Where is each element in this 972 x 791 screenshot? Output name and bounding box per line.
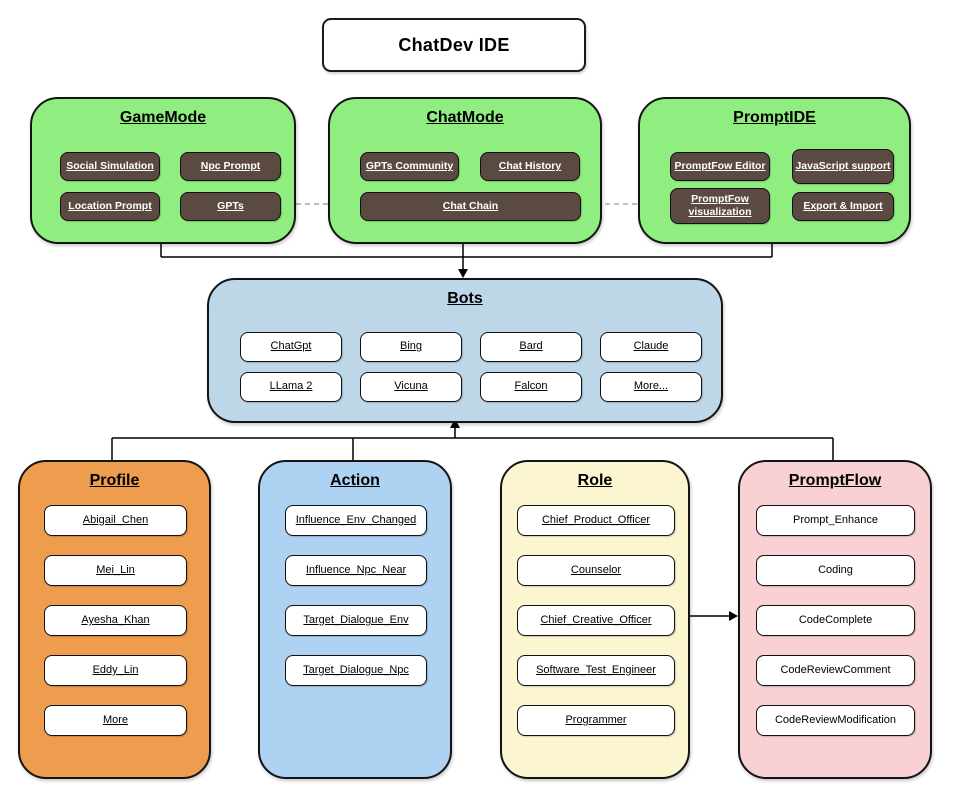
button-chatgpt[interactable]: ChatGpt (240, 332, 342, 362)
connector-bottommodules-to-bots (111, 428, 834, 460)
button-more-profile[interactable]: More (44, 705, 187, 736)
button-coding[interactable]: Coding (756, 555, 915, 586)
button-ayesha-khan[interactable]: Ayesha_Khan (44, 605, 187, 636)
module-bots-title: Bots (447, 290, 483, 307)
button-chief-product-officer[interactable]: Chief_Product_Officer (517, 505, 675, 536)
button-bing[interactable]: Bing (360, 332, 462, 362)
button-llama-2[interactable]: LLama 2 (240, 372, 342, 402)
module-bots: Bots ChatGpt Bing Bard Claude LLama 2 Vi… (207, 278, 723, 423)
button-gpts-community[interactable]: GPTs Community (360, 152, 459, 181)
button-chat-chain[interactable]: Chat Chain (360, 192, 581, 221)
module-action-title: Action (330, 472, 380, 489)
button-claude[interactable]: Claude (600, 332, 702, 362)
module-promptide: PromptIDE PromptFow Editor JavaScript su… (638, 97, 911, 244)
module-gamemode-title: GameMode (119, 109, 207, 126)
button-software-test-engineer[interactable]: Software_Test_Engineer (517, 655, 675, 686)
button-more-bots[interactable]: More... (600, 372, 702, 402)
button-chief-creative-officer[interactable]: Chief_Creative_Officer (517, 605, 675, 636)
button-codereviewmodification[interactable]: CodeReviewModification (756, 705, 915, 736)
page-title: ChatDev IDE (322, 18, 586, 72)
button-abigail-chen[interactable]: Abigail_Chen (44, 505, 187, 536)
module-action: Action Influence_Env_Changed Influence_N… (258, 460, 452, 779)
button-bard[interactable]: Bard (480, 332, 582, 362)
module-role-title: Role (577, 472, 613, 489)
button-promptfow-editor[interactable]: PromptFow Editor (670, 152, 770, 181)
button-promptfow-visualization[interactable]: PromptFow visualization (670, 188, 770, 224)
module-chatmode-title: ChatMode (426, 109, 504, 126)
button-location-prompt[interactable]: Location Prompt (60, 192, 160, 221)
module-role: Role Chief_Product_Officer Counselor Chi… (500, 460, 690, 779)
button-javascript-support[interactable]: JavaScript support (792, 149, 894, 184)
button-programmer[interactable]: Programmer (517, 705, 675, 736)
module-promptide-title: PromptIDE (733, 109, 816, 126)
button-influence-env-changed[interactable]: Influence_Env_Changed (285, 505, 427, 536)
button-codecomplete[interactable]: CodeComplete (756, 605, 915, 636)
button-eddy-lin[interactable]: Eddy_Lin (44, 655, 187, 686)
button-falcon[interactable]: Falcon (480, 372, 582, 402)
connector-topmodules-to-bots (160, 240, 773, 269)
button-prompt-enhance[interactable]: Prompt_Enhance (756, 505, 915, 536)
arrowhead-role-to-promptflow-icon (729, 611, 738, 621)
button-codereviewcomment[interactable]: CodeReviewComment (756, 655, 915, 686)
button-influence-npc-near[interactable]: Influence_Npc_Near (285, 555, 427, 586)
button-npc-prompt[interactable]: Npc Prompt (180, 152, 281, 181)
module-promptflow: PromptFlow Prompt_Enhance Coding CodeCom… (738, 460, 932, 779)
button-gpts[interactable]: GPTs (180, 192, 281, 221)
button-counselor[interactable]: Counselor (517, 555, 675, 586)
button-mei-lin[interactable]: Mei_Lin (44, 555, 187, 586)
arrowhead-down-to-bots-icon (458, 269, 468, 278)
button-vicuna[interactable]: Vicuna (360, 372, 462, 402)
module-chatmode: ChatMode GPTs Community Chat History Cha… (328, 97, 602, 244)
button-export-import[interactable]: Export & Import (792, 192, 894, 221)
module-profile-title: Profile (89, 472, 140, 489)
button-chat-history[interactable]: Chat History (480, 152, 580, 181)
button-target-dialogue-env[interactable]: Target_Dialogue_Env (285, 605, 427, 636)
module-gamemode: GameMode Social Simulation Npc Prompt Lo… (30, 97, 296, 244)
button-social-simulation[interactable]: Social Simulation (60, 152, 160, 181)
module-profile: Profile Abigail_Chen Mei_Lin Ayesha_Khan… (18, 460, 211, 779)
button-target-dialogue-npc[interactable]: Target_Dialogue_Npc (285, 655, 427, 686)
module-promptflow-title: PromptFlow (788, 472, 882, 489)
